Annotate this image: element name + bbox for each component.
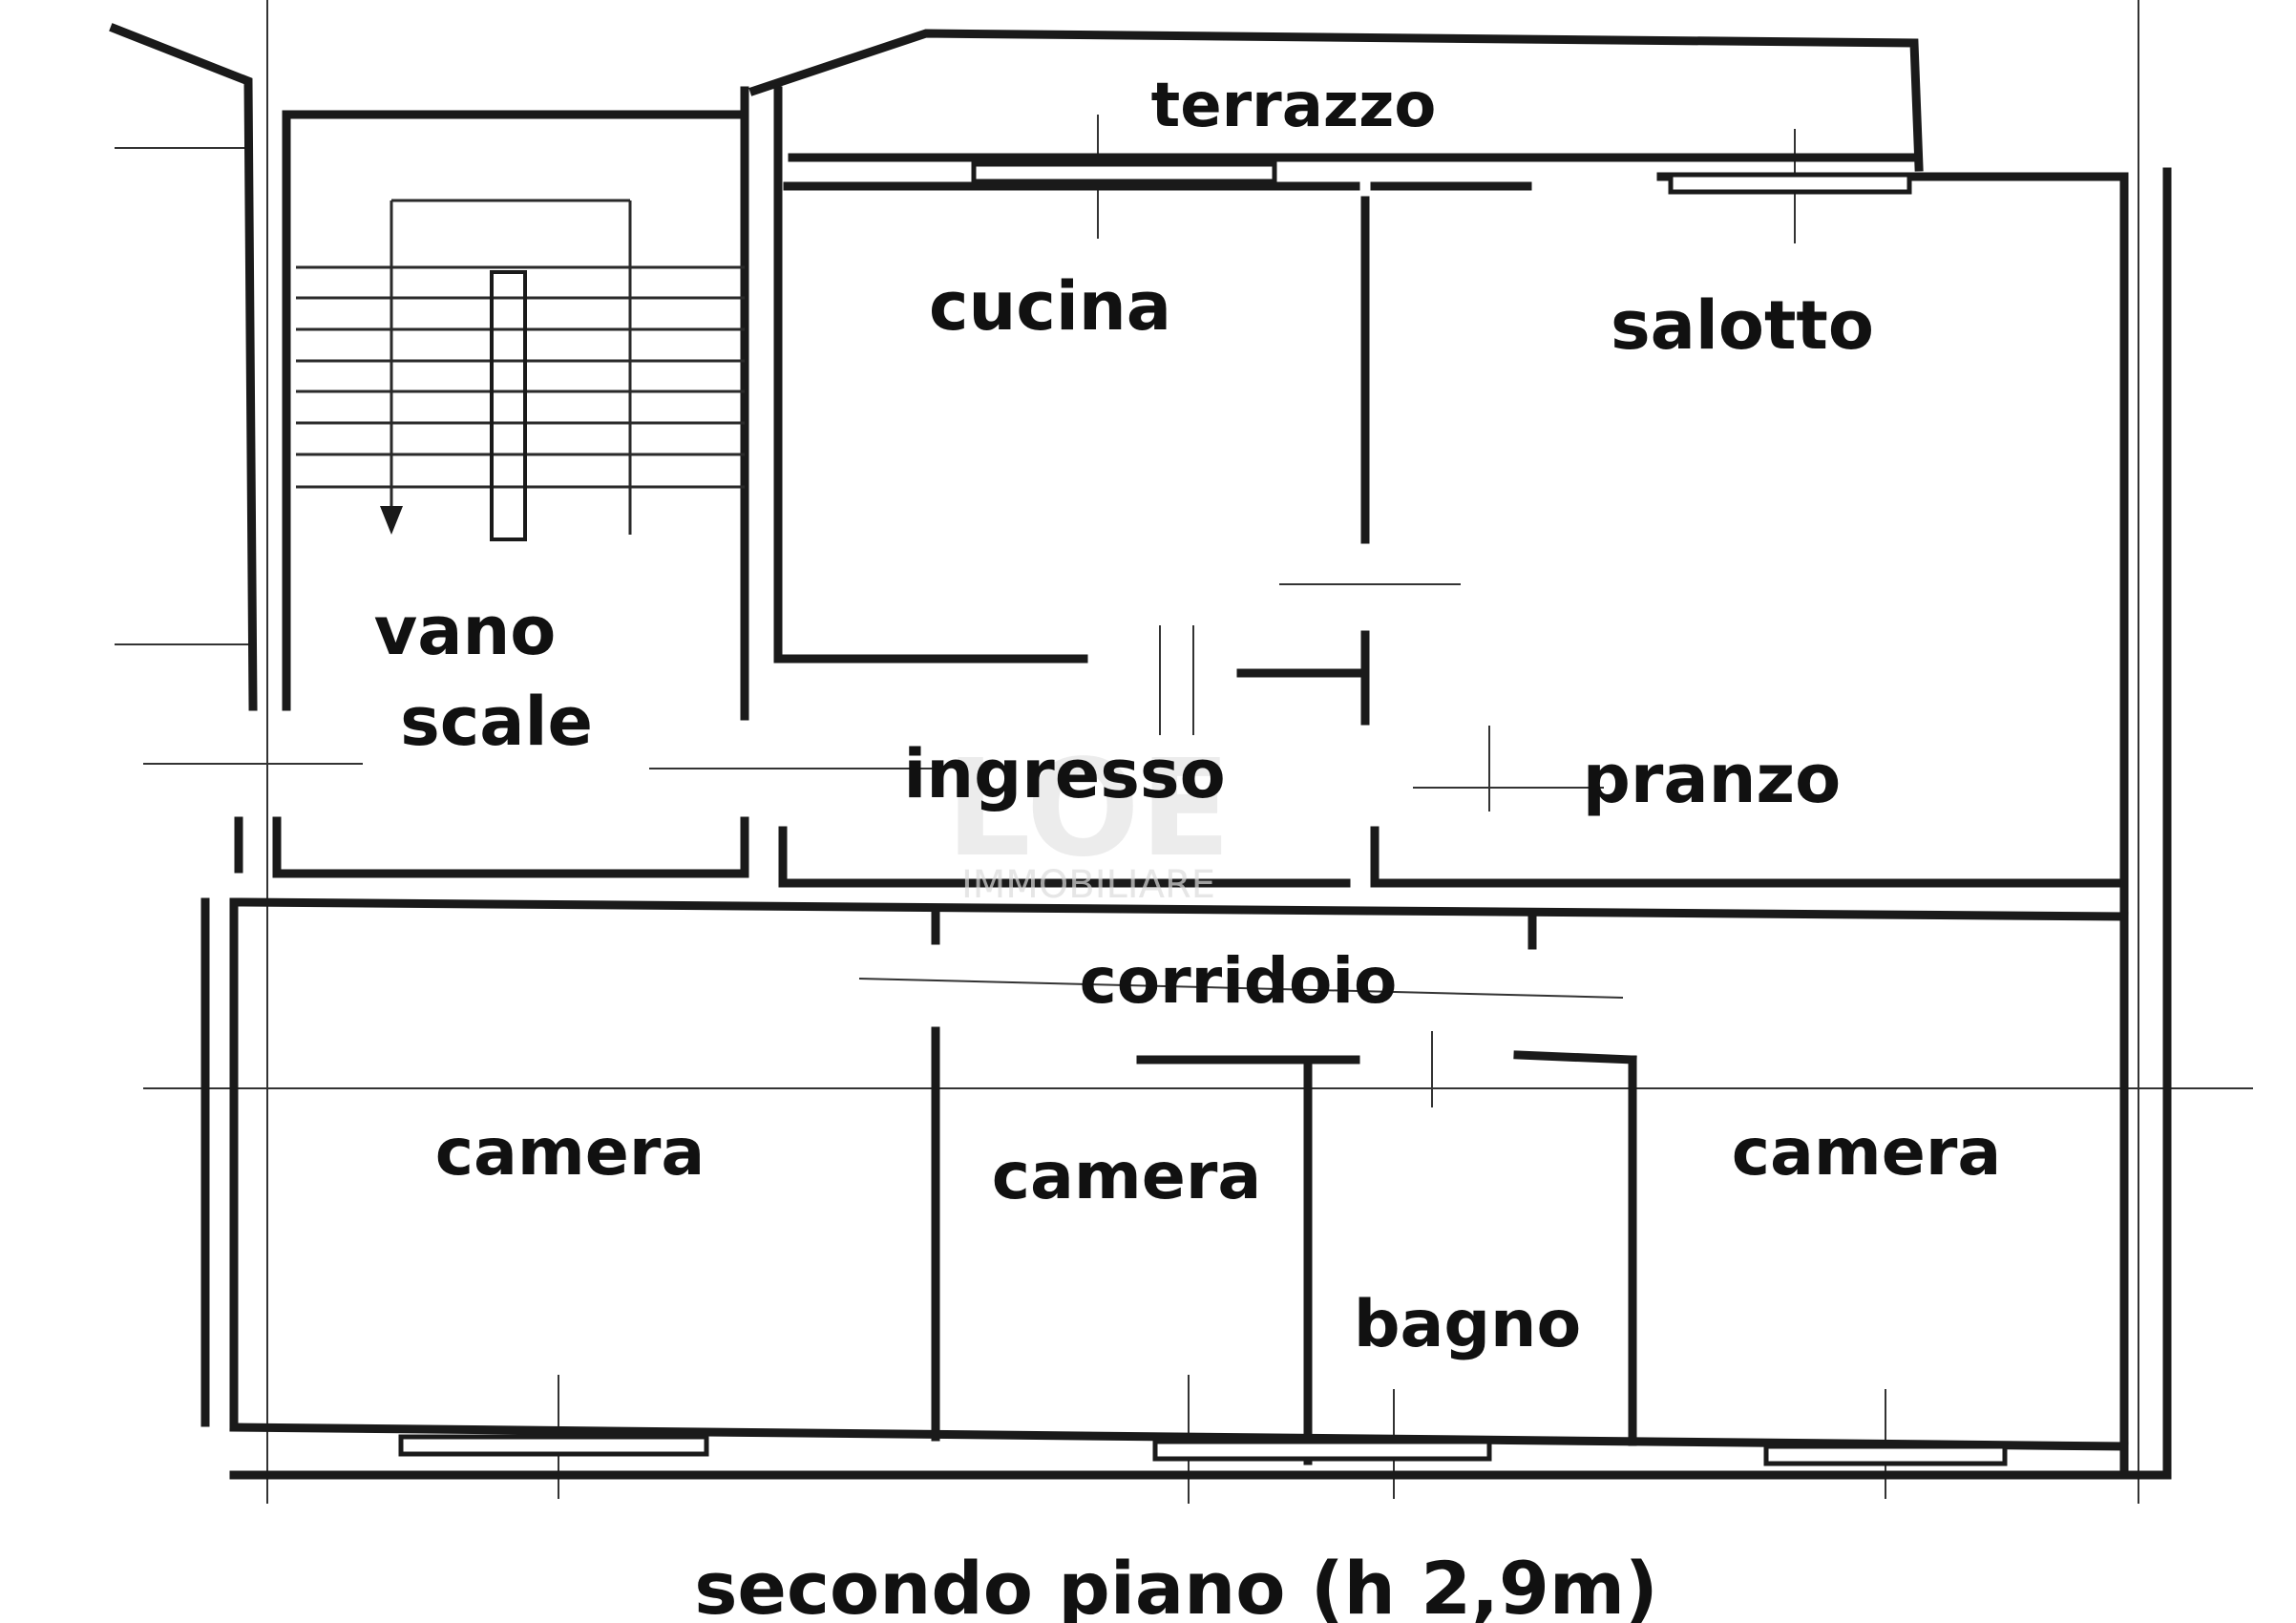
label-vano: vano xyxy=(374,592,557,670)
watermark-sub: IMMOBILIARE xyxy=(961,863,1215,907)
watermark-logo: LOE xyxy=(946,731,1232,887)
windows xyxy=(398,161,2008,1466)
label-bagno: bagno xyxy=(1354,1287,1581,1362)
label-corridoio: corridoio xyxy=(1080,944,1398,1018)
arrow-down-icon xyxy=(380,506,403,535)
window xyxy=(1668,172,1912,195)
plan-caption: secondo piano (h 2,9m) xyxy=(694,1546,1658,1623)
label-salotto: salotto xyxy=(1611,286,1874,365)
watermark: LOE IMMOBILIARE xyxy=(946,731,1232,907)
window xyxy=(971,161,1277,184)
label-terrazzo: terrazzo xyxy=(1151,71,1437,141)
walls xyxy=(109,23,2172,1480)
label-camera-left: camera xyxy=(435,1115,706,1191)
label-camera-right: camera xyxy=(1732,1115,2002,1191)
label-pranzo: pranzo xyxy=(1583,740,1842,818)
label-scale: scale xyxy=(400,683,593,761)
window xyxy=(1763,1444,2008,1466)
label-camera-mid: camera xyxy=(992,1139,1262,1214)
label-ingresso: ingresso xyxy=(903,735,1225,813)
label-cucina: cucina xyxy=(929,267,1171,346)
window xyxy=(398,1434,709,1457)
room-labels: terrazzo cucina salotto vano scale pranz… xyxy=(374,71,2002,1362)
window xyxy=(1152,1439,1492,1462)
staircase xyxy=(296,199,745,541)
